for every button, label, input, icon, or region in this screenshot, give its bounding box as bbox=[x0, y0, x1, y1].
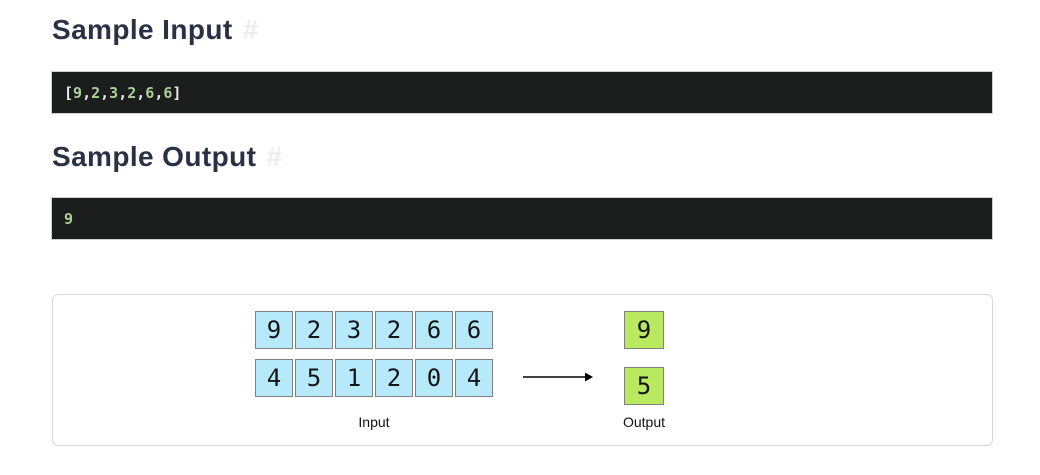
input-cell: 4 bbox=[255, 359, 293, 397]
code-token: 2 bbox=[127, 83, 137, 102]
input-cell: 4 bbox=[455, 359, 493, 397]
sample-output-heading-text: Sample Output bbox=[52, 141, 257, 172]
sample-input-code-block: [9,2,3,2,6,6] bbox=[51, 71, 993, 114]
code-token: , bbox=[82, 83, 92, 102]
input-cell: 1 bbox=[335, 359, 373, 397]
arrow-icon bbox=[523, 372, 593, 382]
code-token: , bbox=[154, 83, 164, 102]
input-cell: 0 bbox=[415, 359, 453, 397]
code-token: 9 bbox=[73, 83, 83, 102]
code-token: 6 bbox=[145, 83, 155, 102]
code-token: 9 bbox=[64, 209, 74, 228]
code-token: , bbox=[100, 83, 110, 102]
code-token: , bbox=[118, 83, 128, 102]
input-cell: 6 bbox=[415, 311, 453, 349]
code-token: 3 bbox=[109, 83, 119, 102]
output-label: Output bbox=[622, 414, 666, 430]
code-token: ] bbox=[172, 83, 182, 102]
code-token: [ bbox=[64, 83, 74, 102]
input-cell: 2 bbox=[375, 359, 413, 397]
output-cell: 5 bbox=[624, 367, 664, 405]
sample-input-heading-text: Sample Input bbox=[52, 14, 233, 45]
input-cell: 3 bbox=[335, 311, 373, 349]
input-cell: 9 bbox=[255, 311, 293, 349]
sample-input-anchor-link[interactable]: # bbox=[242, 14, 259, 45]
sample-input-heading: Sample Input # bbox=[52, 13, 259, 47]
sample-output-code-block: 9 bbox=[51, 197, 993, 240]
output-cell: 9 bbox=[624, 311, 664, 349]
input-cell: 2 bbox=[375, 311, 413, 349]
sample-output-anchor-link[interactable]: # bbox=[266, 141, 283, 172]
code-token: , bbox=[136, 83, 146, 102]
code-token: 6 bbox=[163, 83, 173, 102]
input-cell: 2 bbox=[295, 311, 333, 349]
input-cell: 5 bbox=[295, 359, 333, 397]
input-cell: 6 bbox=[455, 311, 493, 349]
sample-output-heading: Sample Output # bbox=[52, 140, 282, 174]
code-token: 2 bbox=[91, 83, 101, 102]
input-label: Input bbox=[358, 414, 390, 430]
